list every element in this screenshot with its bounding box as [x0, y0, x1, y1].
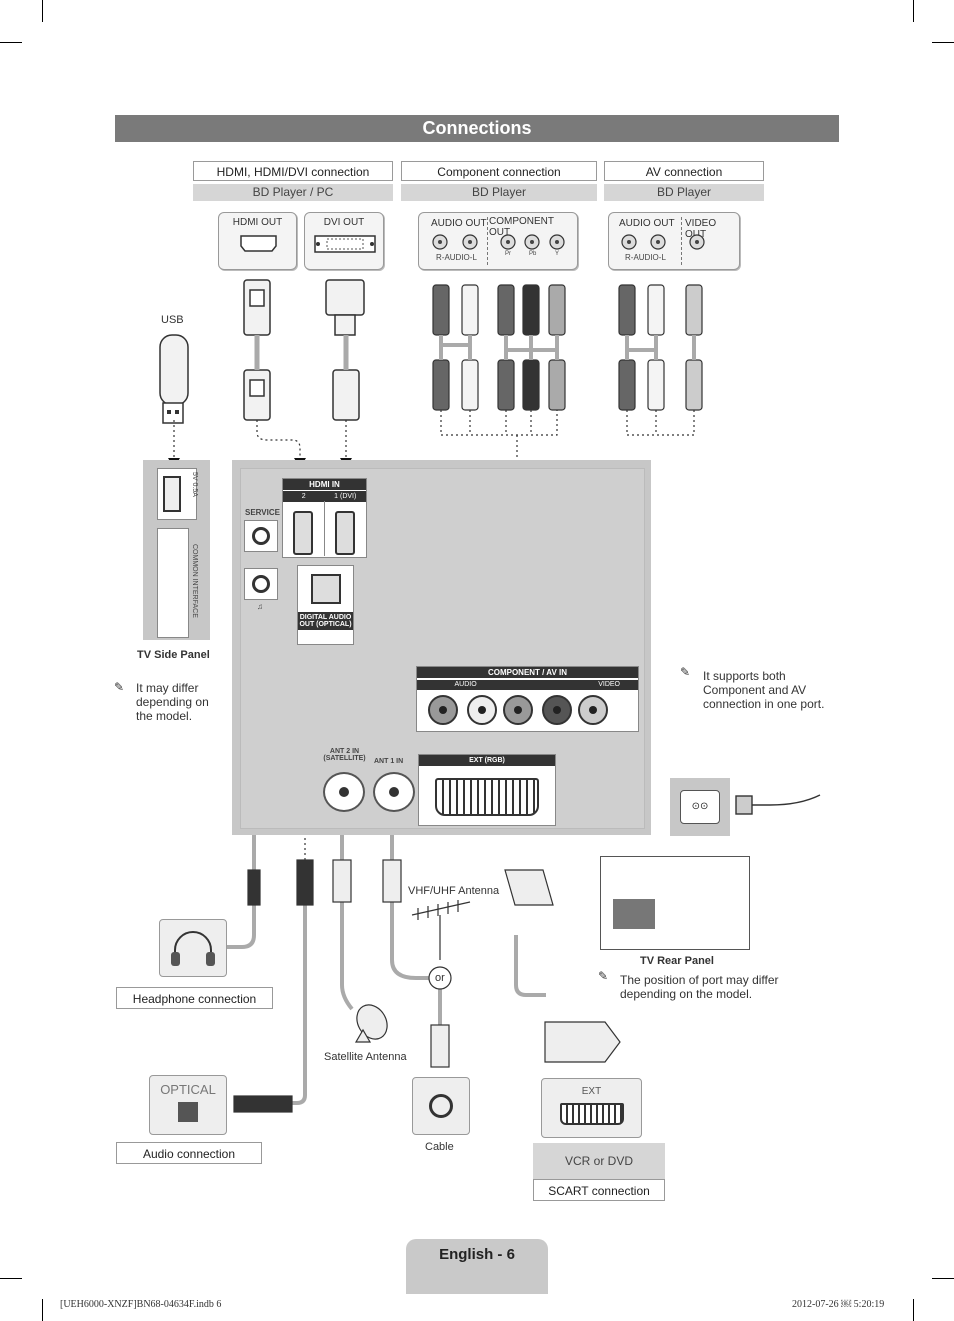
connection-diagram-lines: [168, 279, 821, 1113]
component-av-jacks[interactable]: [417, 690, 638, 730]
av-device-label: BD Player: [604, 184, 764, 201]
av-section-header: AV connection: [604, 161, 764, 181]
optical-port[interactable]: [310, 574, 341, 604]
hdmi-in-block: HDMI IN 2 1 (DVI): [282, 478, 367, 558]
rear-note-icon: ✎: [598, 969, 609, 983]
optical-device-label: OPTICAL: [160, 1082, 216, 1097]
ant2-label: ANT 2 IN (SATELLITE): [323, 748, 366, 762]
av-jack-icons: [621, 234, 705, 250]
service-label: SERVICE: [245, 508, 280, 517]
rear-panel-note: The position of port may differ dependin…: [620, 973, 779, 1001]
component-section-header: Component connection: [401, 161, 597, 181]
headphone-jack[interactable]: [244, 568, 278, 600]
component-jack-icons: [432, 234, 565, 250]
dvi-out-port-box: DVI OUT: [304, 212, 384, 270]
usb-port-rating: 5V 0.5A: [191, 472, 198, 497]
hdmi2-label: 2: [301, 493, 306, 500]
component-r-audio-l-label: R-AUDIO-L: [436, 253, 477, 262]
footer-file: [UEH6000-XNZF]BN68-04634F.indb 6: [60, 1299, 222, 1310]
digital-audio-block: DIGITAL AUDIO OUT (OPTICAL): [297, 565, 354, 645]
digital-audio-label: DIGITAL AUDIO OUT (OPTICAL): [298, 612, 353, 630]
ext-rgb-block: EXT (RGB): [418, 754, 556, 826]
common-interface-label: COMMON INTERFACE: [191, 544, 198, 618]
tv-side-panel-label: TV Side Panel: [137, 649, 210, 661]
cable-socket: [412, 1077, 470, 1135]
tv-rear-panel: [600, 856, 750, 950]
page-number: English - 6: [406, 1239, 548, 1294]
headphone-icon: ♫: [257, 602, 263, 611]
ci-slot[interactable]: [157, 528, 189, 638]
vcr-ext-label: EXT: [581, 1086, 602, 1097]
av-out-port-box: AUDIO OUT VIDEO OUT R-AUDIO-L: [608, 212, 740, 270]
component-av-in-block: COMPONENT / AV IN AUDIO VIDEO: [416, 666, 639, 732]
ext-rgb-label: EXT (RGB): [419, 755, 555, 766]
ant1-port[interactable]: [373, 772, 415, 812]
vcr-dvd-label: VCR or DVD: [533, 1143, 665, 1179]
scart-port[interactable]: [435, 778, 539, 816]
pb-label: Pb: [529, 251, 537, 257]
dvi-out-label: DVI OUT: [323, 217, 365, 228]
av-audio-out-label: AUDIO OUT: [619, 218, 675, 229]
pr-label: Pr: [505, 251, 511, 257]
page-title: Connections: [115, 115, 839, 142]
hdmi2-port[interactable]: [293, 511, 313, 555]
satellite-antenna-label: Satellite Antenna: [324, 1051, 407, 1063]
or-label: or: [435, 972, 445, 984]
hdmi-section-header: HDMI, HDMI/DVI connection: [193, 161, 393, 181]
headphone-icon: [171, 931, 215, 966]
component-device-label: BD Player: [401, 184, 597, 201]
usb-stick-icon: [159, 334, 189, 424]
optical-device: OPTICAL: [149, 1075, 227, 1135]
hdmi1-port[interactable]: [335, 511, 355, 555]
cable-label: Cable: [425, 1141, 454, 1153]
ant1-label: ANT 1 IN: [374, 758, 404, 765]
av-video-out-label: VIDEO OUT: [685, 218, 717, 240]
hdmi-in-label: HDMI IN: [283, 479, 366, 490]
y-label: Y: [555, 251, 560, 257]
audio-connection-label: Audio connection: [116, 1142, 262, 1164]
audio-in-label: AUDIO: [454, 681, 477, 688]
footer-date: 2012-07-26 ￼ 5:20:19: [792, 1299, 885, 1310]
component-audio-out-label: AUDIO OUT: [431, 218, 487, 229]
ant2-port[interactable]: [323, 772, 365, 812]
component-out-port-box: AUDIO OUT COMPONENT OUT R-AUDIO-L Pr Pb …: [418, 212, 578, 270]
power-socket-icon: ⊙⊙: [680, 790, 720, 824]
vhf-antenna-label: VHF/UHF Antenna: [408, 885, 500, 897]
side-note-icon: ✎: [114, 680, 125, 694]
tv-rear-panel-label: TV Rear Panel: [640, 955, 714, 967]
power-socket-panel: ⊙⊙: [670, 778, 730, 836]
scart-connection-label: SCART connection: [533, 1179, 665, 1201]
headphone-device: [159, 919, 227, 977]
dvi-port-icon: [314, 235, 376, 253]
component-av-in-label: COMPONENT / AV IN: [417, 667, 638, 678]
usb-label: USB: [161, 314, 184, 326]
hdmi-device-label: BD Player / PC: [193, 184, 393, 201]
usb-port[interactable]: [163, 476, 181, 512]
side-panel-note: It may differ depending on the model.: [136, 681, 209, 723]
component-av-note: It supports both Component and AV connec…: [703, 669, 825, 711]
hdmi-out-port-box: HDMI OUT: [218, 212, 297, 270]
video-in-label: VIDEO: [598, 681, 620, 688]
vcr-ext-device: EXT: [541, 1078, 642, 1138]
hdmi-port-icon: [240, 235, 277, 252]
av-r-audio-l-label: R-AUDIO-L: [625, 253, 666, 262]
hdmi-out-label: HDMI OUT: [232, 217, 283, 228]
component-note-icon: ✎: [680, 665, 691, 679]
headphone-connection-label: Headphone connection: [116, 987, 273, 1009]
component-out-label: COMPONENT OUT: [489, 216, 554, 238]
hdmi1-label: 1 (DVI): [334, 493, 357, 500]
tv-side-panel: 5V 0.5A COMMON INTERFACE: [143, 460, 210, 640]
